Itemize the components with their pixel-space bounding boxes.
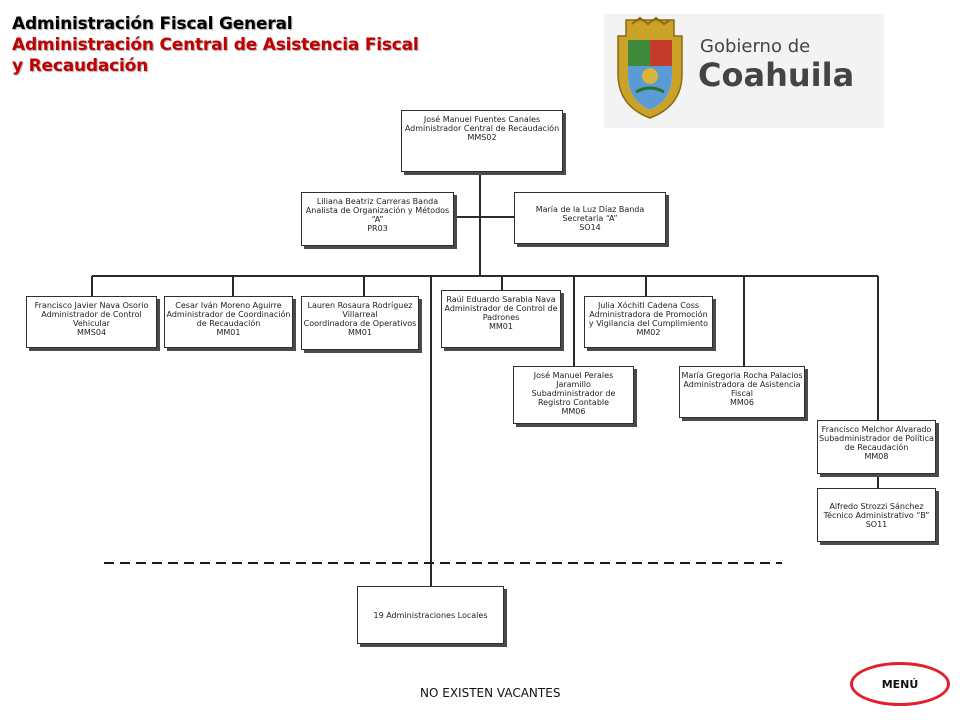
gobierno-coahuila-logo: Gobierno de Coahuila <box>604 14 884 128</box>
org-box-asistencia-fiscal: María Gregoria Rocha Palacios Administra… <box>679 366 805 418</box>
org-box-role: Registro Contable <box>537 398 610 407</box>
page-title-block: Administración Fiscal General Administra… <box>12 14 419 77</box>
org-box-code: MMS04 <box>76 328 107 337</box>
org-box-label: 19 Administraciones Locales <box>373 610 488 620</box>
org-box-code: MM01 <box>348 328 372 337</box>
org-box-code: MM01 <box>216 328 241 337</box>
org-box-role: Analista de Organización y Métodos <box>305 206 450 215</box>
org-box-registro-contable: José Manuel Perales Jaramillo Subadminis… <box>513 366 634 424</box>
org-box-administrador-central: José Manuel Fuentes Canales Administrado… <box>401 110 563 172</box>
org-box-name: Raúl Eduardo Sarabia Nava <box>446 295 556 304</box>
org-box-padrones: Raúl Eduardo Sarabia Nava Administrador … <box>441 290 561 348</box>
org-box-role: Administrador de Coordinación <box>166 310 291 319</box>
org-box-analista: Liliana Beatriz Carreras Banda Analista … <box>301 192 454 246</box>
org-box-name: Julia Xóchitl Cadena Coss <box>597 301 700 310</box>
org-box-name: María Gregoria Rocha Palacios <box>681 371 803 380</box>
no-vacancies-note: NO EXISTEN VACANTES <box>420 686 561 700</box>
org-box-name: Lauren Rosaura Rodríguez <box>307 301 413 310</box>
org-box-role: y Vigilancia del Cumplimiento <box>588 319 709 328</box>
org-box-secretaria: María de la Luz Díaz Banda Secretaria “A… <box>514 192 666 244</box>
org-box-coordinacion: Cesar Iván Moreno Aguirre Administrador … <box>164 296 293 348</box>
org-box-code: MMS02 <box>467 133 497 142</box>
coat-of-arms-icon <box>617 16 683 119</box>
org-box-role: “A” <box>371 215 384 224</box>
org-box-name: Francisco Javier Nava Osorio <box>34 301 149 310</box>
page-title: Administración Fiscal General <box>12 14 293 34</box>
org-box-role: Administrador Central de Recaudación <box>404 124 560 133</box>
org-box-control-vehicular: Francisco Javier Nava Osorio Administrad… <box>26 296 157 348</box>
org-box-role: Técnico Administrativo “B” <box>823 510 930 520</box>
org-box-name: Liliana Beatriz Carreras Banda <box>316 197 439 206</box>
org-box-code: MM06 <box>561 407 586 416</box>
org-box-tecnico: Alfredo Strozzi Sánchez Técnico Administ… <box>817 488 936 542</box>
org-box-role: de Recaudación <box>844 443 909 452</box>
menu-button[interactable]: MENÚ <box>850 662 950 706</box>
org-box-role: Administrador de Control <box>41 310 142 319</box>
org-box-role: Fiscal <box>731 389 753 398</box>
org-box-role: Administradora de Asistencia <box>683 380 801 389</box>
org-box-role: de Recaudación <box>196 319 261 328</box>
org-box-name: Francisco Melchor Alvarado <box>821 425 932 434</box>
org-box-name: Cesar Iván Moreno Aguirre <box>175 301 282 310</box>
org-box-role: Secretaria “A” <box>562 213 618 223</box>
org-box-role: Subadministrador de Política <box>819 434 934 443</box>
org-box-name: José Manuel Perales <box>533 371 614 380</box>
org-box-code: PR03 <box>367 224 388 233</box>
logo-line1: Gobierno de <box>700 36 810 57</box>
org-box-name: Alfredo Strozzi Sánchez <box>829 501 924 511</box>
org-box-name: María de la Luz Díaz Banda <box>535 204 645 214</box>
org-box-code: MM01 <box>489 322 513 331</box>
org-box-promocion: Julia Xóchitl Cadena Coss Administradora… <box>584 296 713 348</box>
org-box-code: MM08 <box>864 452 889 461</box>
page-subtitle-line1: Administración Central de Asistencia Fis… <box>12 35 419 55</box>
org-box-code: SO11 <box>865 519 888 529</box>
org-box-code: SO14 <box>579 222 601 232</box>
org-box-name: José Manuel Fuentes Canales <box>423 115 541 124</box>
logo-line2: Coahuila <box>698 56 854 94</box>
org-box-code: MM02 <box>636 328 661 337</box>
org-box-operativos: Lauren Rosaura Rodríguez Villarreal Coor… <box>301 296 419 350</box>
page-subtitle-line2: y Recaudación <box>12 56 148 76</box>
org-box-politica: Francisco Melchor Alvarado Subadministra… <box>817 420 936 474</box>
org-box-role: Administradora de Promoción <box>589 310 708 319</box>
org-box-role: Padrones <box>482 313 520 322</box>
org-box-role: Coordinadora de Operativos <box>303 319 417 328</box>
org-box-code: MM06 <box>730 398 754 407</box>
org-box-role: Administrador de Control de <box>444 304 558 313</box>
org-box-name: Jaramillo <box>556 380 591 389</box>
org-box-name: Villarreal <box>342 310 378 319</box>
org-box-administraciones-locales: 19 Administraciones Locales <box>357 586 504 644</box>
org-box-role: Subadministrador de <box>531 389 616 398</box>
org-box-role: Vehicular <box>73 319 110 328</box>
